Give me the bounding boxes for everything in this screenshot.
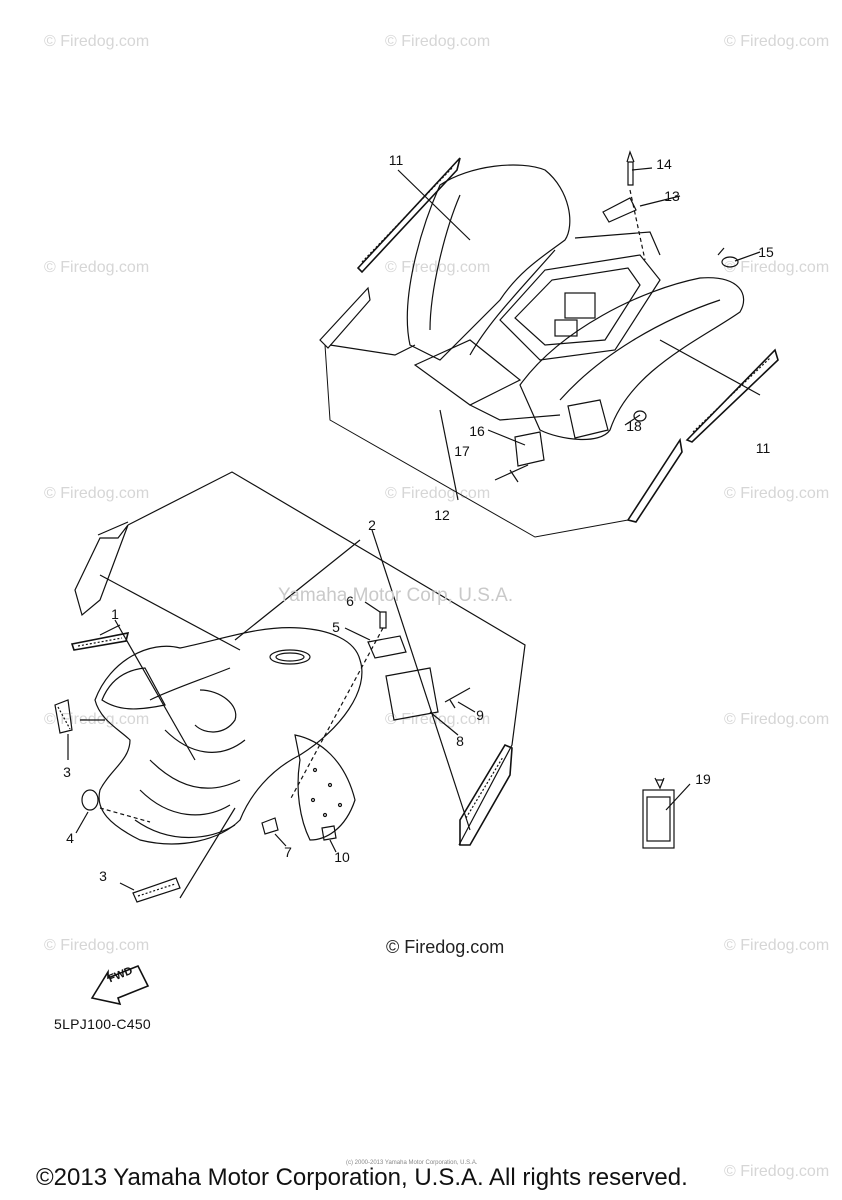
part-code: 5LPJ100-C450 bbox=[54, 1016, 151, 1032]
watermark: © Firedog.com bbox=[385, 711, 491, 728]
watermark: © Firedog.com bbox=[44, 937, 150, 954]
fwd-arrow-icon bbox=[90, 964, 150, 1006]
watermark: © Firedog.com bbox=[724, 711, 830, 728]
callout-15: 15 bbox=[758, 244, 774, 260]
yamaha-watermark: Yamaha Motor Corp, U.S.A. bbox=[278, 585, 514, 606]
front-fender-drawing bbox=[54, 471, 526, 903]
watermark: © Firedog.com bbox=[724, 1163, 830, 1180]
callout-11-right: 11 bbox=[755, 440, 771, 456]
callout-12: 12 bbox=[434, 507, 450, 523]
watermark: © Firedog.com bbox=[385, 33, 491, 50]
callout-2: 2 bbox=[368, 517, 376, 533]
callout-14: 14 bbox=[656, 156, 672, 172]
callout-3-upper: 3 bbox=[63, 764, 71, 780]
fine-print: (c) 2000-2013 Yamaha Motor Corporation, … bbox=[346, 1160, 478, 1166]
callout-8: 8 bbox=[456, 733, 464, 749]
callout-10: 10 bbox=[334, 849, 350, 865]
firedog-credit: © Firedog.com bbox=[386, 937, 505, 957]
watermark: © Firedog.com bbox=[724, 485, 830, 502]
watermark: © Firedog.com bbox=[385, 485, 491, 502]
callout-13: 13 bbox=[664, 188, 680, 204]
callout-17: 17 bbox=[454, 443, 470, 459]
label-19-drawing bbox=[642, 777, 691, 849]
callout-18: 18 bbox=[626, 418, 642, 434]
callout-11-top: 11 bbox=[388, 152, 404, 168]
watermark: © Firedog.com bbox=[44, 485, 150, 502]
watermark: © Firedog.com bbox=[44, 259, 150, 276]
callout-1: 1 bbox=[111, 606, 119, 622]
callout-5: 5 bbox=[332, 619, 340, 635]
copyright-notice: ©2013 Yamaha Motor Corporation, U.S.A. A… bbox=[36, 1164, 688, 1191]
watermark: © Firedog.com bbox=[44, 33, 150, 50]
callout-16: 16 bbox=[469, 423, 485, 439]
watermark: © Firedog.com bbox=[724, 33, 830, 50]
watermark: © Firedog.com bbox=[724, 937, 830, 954]
callout-6: 6 bbox=[346, 593, 354, 609]
callout-9: 9 bbox=[476, 707, 484, 723]
callout-19: 19 bbox=[695, 771, 711, 787]
watermark: © Firedog.com bbox=[724, 259, 830, 276]
callout-4: 4 bbox=[66, 830, 74, 846]
rear-fender-drawing bbox=[319, 150, 779, 538]
callout-3-lower: 3 bbox=[99, 868, 107, 884]
callout-7: 7 bbox=[284, 844, 292, 860]
